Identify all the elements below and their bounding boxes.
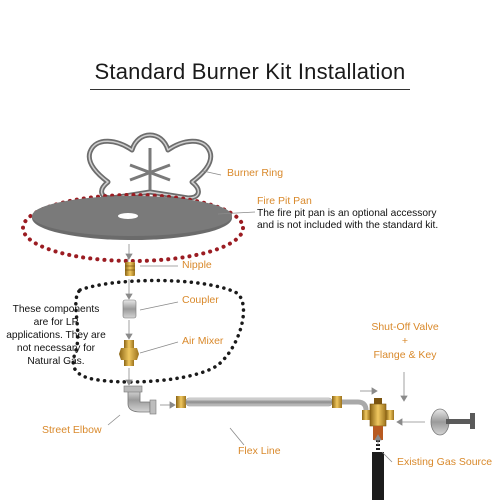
- street-elbow-image: [123, 385, 157, 415]
- diagram-title: Standard Burner Kit Installation: [94, 59, 406, 84]
- title-underline: [90, 89, 410, 90]
- air-mixer-image: [119, 340, 139, 366]
- shutoff-valve-image: [362, 398, 394, 440]
- fire-pit-pan-note: The fire pit pan is an optional accessor…: [257, 208, 439, 231]
- lp-components-note: These components are for LP applications…: [6, 304, 106, 367]
- coupler-label: Coupler: [182, 294, 219, 306]
- nipple-image: [125, 262, 135, 276]
- leader-lines: [107, 170, 425, 463]
- flange-key-image: [430, 408, 475, 436]
- street-elbow-label: Street Elbow: [42, 424, 102, 436]
- air-mixer-label: Air Mixer: [182, 335, 224, 347]
- flex-line-label: Flex Line: [238, 445, 281, 457]
- plus-sign: +: [401, 335, 409, 347]
- burner-ring-image: [86, 132, 214, 201]
- flange-key-label: Flange & Key: [373, 349, 437, 361]
- fire-pit-pan-image: [32, 196, 232, 240]
- fire-pit-pan-outline: [21, 193, 245, 263]
- burner-ring-label: Burner Ring: [227, 167, 284, 179]
- gas-source-pipe: [372, 440, 384, 500]
- gas-source-label: Existing Gas Source: [397, 456, 493, 468]
- fire-pit-pan-label: Fire Pit Pan: [257, 195, 312, 207]
- lp-components-outline: [71, 278, 246, 384]
- nipple-label: Nipple: [182, 259, 212, 271]
- coupler-image: [122, 299, 137, 319]
- flex-line-image: [176, 396, 369, 411]
- shutoff-valve-label: Shut-Off Valve: [371, 321, 439, 333]
